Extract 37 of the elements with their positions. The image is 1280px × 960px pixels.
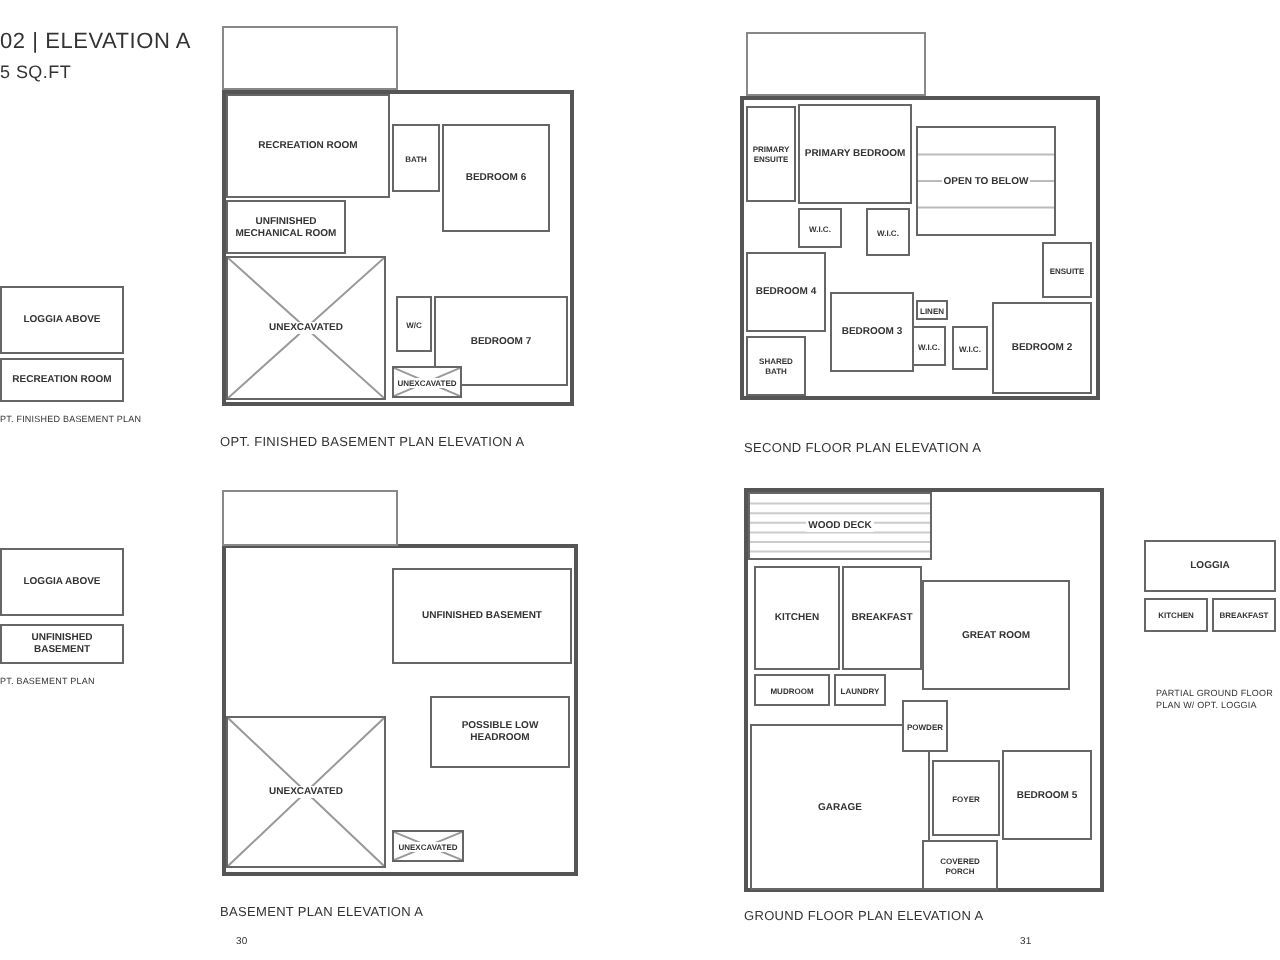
plan-caption: 5 SQ.FT xyxy=(0,62,74,85)
room-outline xyxy=(226,200,346,254)
room-outline xyxy=(0,286,124,354)
room-outline xyxy=(754,566,840,670)
room-outline xyxy=(1212,598,1276,632)
title: 02 | ELEVATION A xyxy=(0,32,191,54)
room-outline xyxy=(392,568,572,664)
room-outline xyxy=(746,106,796,202)
room-outline xyxy=(916,300,948,320)
room-outline xyxy=(952,326,988,370)
room-outline xyxy=(754,674,830,706)
room-outline xyxy=(0,548,124,616)
room-outline xyxy=(746,336,806,396)
room-outline xyxy=(746,252,826,332)
room-outline xyxy=(834,674,886,706)
room-outline xyxy=(392,124,440,192)
room-outline xyxy=(798,208,842,248)
room-outline xyxy=(226,94,390,198)
room-outline xyxy=(866,208,910,256)
room-outline xyxy=(912,326,946,366)
room-outline xyxy=(922,580,1070,690)
room-outline xyxy=(922,840,998,890)
room-outline xyxy=(902,700,948,752)
room-outline xyxy=(1002,750,1092,840)
room-outline xyxy=(1144,598,1208,632)
room-outline xyxy=(430,696,570,768)
room-outline xyxy=(0,358,124,402)
room-outline xyxy=(1042,242,1092,298)
room-outline xyxy=(842,566,922,670)
room-outline xyxy=(442,124,550,232)
room-outline xyxy=(0,624,124,664)
room-outline xyxy=(396,296,432,352)
room-outline xyxy=(798,104,912,204)
room-outline xyxy=(1144,540,1276,592)
room-outline xyxy=(992,302,1092,394)
room-outline xyxy=(830,292,914,372)
room-outline xyxy=(932,760,1000,836)
